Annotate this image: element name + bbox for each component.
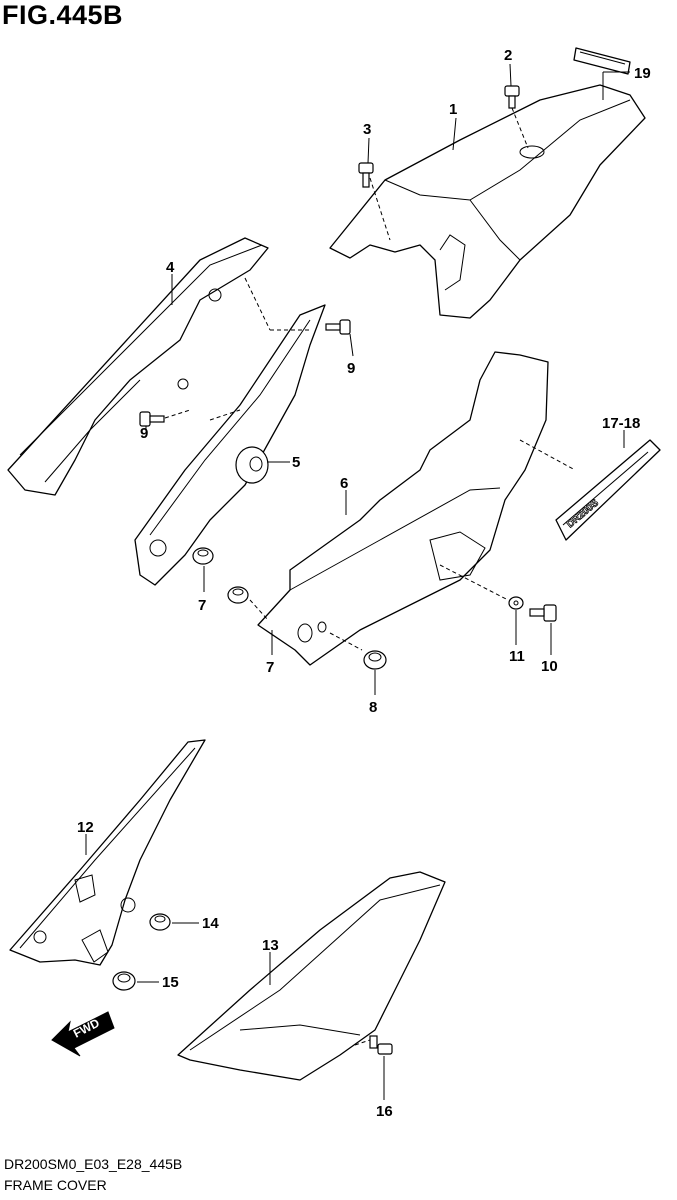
- bracket-part-5[interactable]: [134, 304, 326, 586]
- callout-1: 1: [449, 101, 457, 118]
- diagram-name: FRAME COVER: [4, 1177, 107, 1193]
- callout-11: 11: [509, 648, 525, 665]
- screw-part-9-lower[interactable]: [139, 411, 165, 427]
- callout-labels: 1 2 3 4 5 6 7 7 8 9 9 10 11 12 13 14 15 …: [77, 47, 651, 1120]
- callout-3: 3: [363, 121, 371, 138]
- frame-cover-part-6[interactable]: [257, 351, 549, 666]
- callout-13: 13: [262, 937, 279, 954]
- callout-19: 19: [634, 65, 651, 82]
- callout-5: 5: [292, 454, 300, 471]
- callout-8: 8: [369, 699, 377, 716]
- callout-12: 12: [77, 819, 94, 836]
- callout-15: 15: [162, 974, 179, 991]
- rear-cowl-part-1[interactable]: [329, 84, 646, 319]
- callout-17-18: 17-18: [602, 415, 640, 432]
- screw-part-3[interactable]: [358, 162, 374, 188]
- cover-part-12[interactable]: [9, 739, 206, 966]
- screw-part-2[interactable]: [504, 85, 520, 109]
- washer-part-11[interactable]: [508, 596, 524, 610]
- callout-2: 2: [504, 47, 512, 64]
- screw-part-10[interactable]: [529, 604, 557, 622]
- callout-10: 10: [541, 658, 558, 675]
- screw-part-9-upper[interactable]: [325, 319, 351, 335]
- frame-cover-part-4[interactable]: [7, 237, 269, 496]
- callout-4: 4: [166, 259, 175, 276]
- grommet-part-7-upper[interactable]: [192, 547, 214, 565]
- diagram-code: DR200SM0_E03_E28_445B: [4, 1156, 183, 1172]
- grommet-part-8[interactable]: [363, 650, 387, 670]
- forward-direction-arrow: FWD: [51, 1011, 115, 1057]
- callout-7-upper: 7: [198, 597, 206, 614]
- figure-title: FIG.445B: [2, 0, 124, 30]
- grommet-part-14[interactable]: [149, 913, 171, 931]
- callout-16: 16: [376, 1103, 393, 1120]
- callout-9-upper: 9: [347, 360, 355, 377]
- emblem-part-19[interactable]: [573, 47, 631, 75]
- callout-7-lower: 7: [266, 659, 274, 676]
- decal-part-17-18[interactable]: DR200S: [555, 439, 661, 541]
- callout-14: 14: [202, 915, 219, 932]
- screw-part-16[interactable]: [369, 1035, 393, 1055]
- callout-6: 6: [340, 475, 348, 492]
- callout-9-lower: 9: [140, 425, 148, 442]
- grommet-part-7-lower[interactable]: [227, 586, 249, 604]
- leader-lines: [85, 63, 630, 1100]
- grommet-part-15[interactable]: [112, 971, 136, 991]
- cover-part-13[interactable]: [177, 871, 446, 1081]
